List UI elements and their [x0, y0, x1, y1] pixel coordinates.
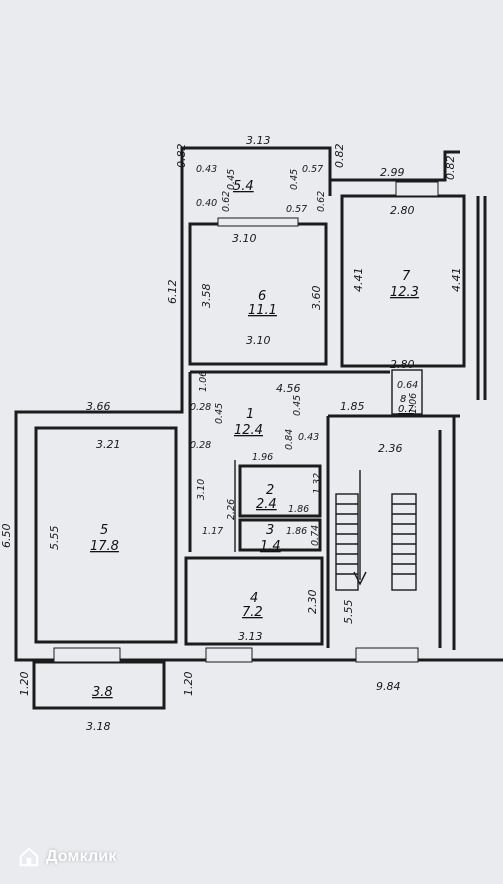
room-number: 1 — [246, 407, 254, 422]
staircase — [335, 470, 417, 591]
room-number: 6 — [258, 289, 266, 304]
dimension: 4.56 — [276, 382, 301, 395]
dimension: 3.10 — [196, 479, 207, 500]
dimension: 3.10 — [246, 334, 271, 347]
windows — [53, 181, 439, 663]
dimension: 0.28 — [190, 402, 211, 413]
watermark-text: Домклик — [46, 848, 117, 865]
dimension: 1.85 — [340, 400, 365, 413]
room-number: 3 — [266, 523, 274, 538]
room-area: 12.3 — [390, 285, 419, 300]
house-icon — [19, 847, 39, 867]
dimension-labels: 3.13 0.82 0.82 0.82 0.43 0.45 0.45 0.57 … — [0, 134, 463, 733]
dimension: 1.06 — [198, 371, 209, 392]
dimension: 0.62 — [316, 191, 327, 212]
dimension: 0.62 — [221, 191, 232, 212]
dimension: 3.18 — [86, 720, 111, 733]
room-area: 5.4 — [233, 179, 254, 194]
dimension: 3.60 — [310, 286, 323, 311]
dimension: 1.17 — [202, 526, 223, 537]
dimension: 1.86 — [288, 504, 309, 515]
dimension: 1.20 — [182, 672, 195, 697]
dimension: 1.86 — [286, 526, 307, 537]
dimension: 0.40 — [196, 198, 217, 209]
dimension: 0.43 — [196, 164, 217, 175]
walls — [14, 146, 503, 710]
dimension: 5.55 — [48, 526, 61, 551]
room-area: 0.7 — [398, 404, 415, 415]
dimension: 0.45 — [226, 169, 237, 190]
dimension: 5.55 — [342, 600, 355, 625]
dimension: 9.84 — [376, 680, 401, 693]
dimension: 3.13 — [246, 134, 271, 147]
room-number: 2 — [266, 483, 274, 498]
dimension: 1.20 — [18, 672, 31, 697]
dimension: 0.57 — [286, 204, 307, 215]
dimension: 2.80 — [390, 358, 415, 371]
dimension: 0.45 — [292, 395, 303, 416]
room-area: 3.8 — [92, 685, 113, 700]
dimension: 3.13 — [238, 630, 263, 643]
dimension: 1.32 — [312, 473, 323, 494]
dimension: 0.57 — [302, 164, 323, 175]
room-labels: 5.4 6 11.1 7 12.3 1 12.4 8 0.7 2 2.4 3 1… — [90, 179, 419, 700]
dimension: 3.21 — [96, 438, 121, 451]
room-number: 7 — [402, 269, 411, 284]
dimension: 0.28 — [190, 440, 211, 451]
dimension: 0.45 — [289, 169, 300, 190]
dimension: 2.80 — [390, 204, 415, 217]
room-number: 5 — [100, 523, 108, 538]
dimension: 4.41 — [450, 268, 463, 293]
dimension: 1.96 — [252, 452, 273, 463]
dimension: 0.64 — [397, 380, 418, 391]
dimension: 3.10 — [232, 232, 257, 245]
dimension: 2.26 — [226, 499, 237, 520]
room-area: 12.4 — [234, 423, 263, 438]
room-area: 17.8 — [90, 539, 119, 554]
room-area: 11.1 — [248, 303, 277, 318]
dimension: 3.66 — [86, 400, 111, 413]
watermark: Домклик — [18, 846, 117, 868]
dimension: 2.99 — [380, 166, 405, 179]
dimension: 1.06 — [408, 393, 419, 414]
dimension: 0.82 — [333, 144, 346, 169]
dimension: 6.12 — [166, 280, 179, 305]
room-area: 1.4 — [260, 539, 281, 554]
dimension: 0.82 — [175, 144, 188, 169]
dimension: 0.45 — [214, 403, 225, 424]
dimension: 0.74 — [310, 525, 321, 546]
room-area: 2.4 — [256, 497, 277, 512]
room-number: 8 — [400, 394, 406, 405]
dimension: 0.82 — [444, 156, 457, 181]
dimension: 2.36 — [378, 442, 403, 455]
dimension: 3.58 — [200, 284, 213, 309]
room-number: 4 — [250, 591, 258, 606]
dimension: 2.30 — [306, 590, 319, 615]
dimension: 0.84 — [284, 429, 295, 450]
dimension: 6.50 — [0, 524, 13, 549]
dimension: 4.41 — [352, 268, 365, 293]
room-area: 7.2 — [242, 605, 263, 620]
dimension: 0.43 — [298, 432, 319, 443]
